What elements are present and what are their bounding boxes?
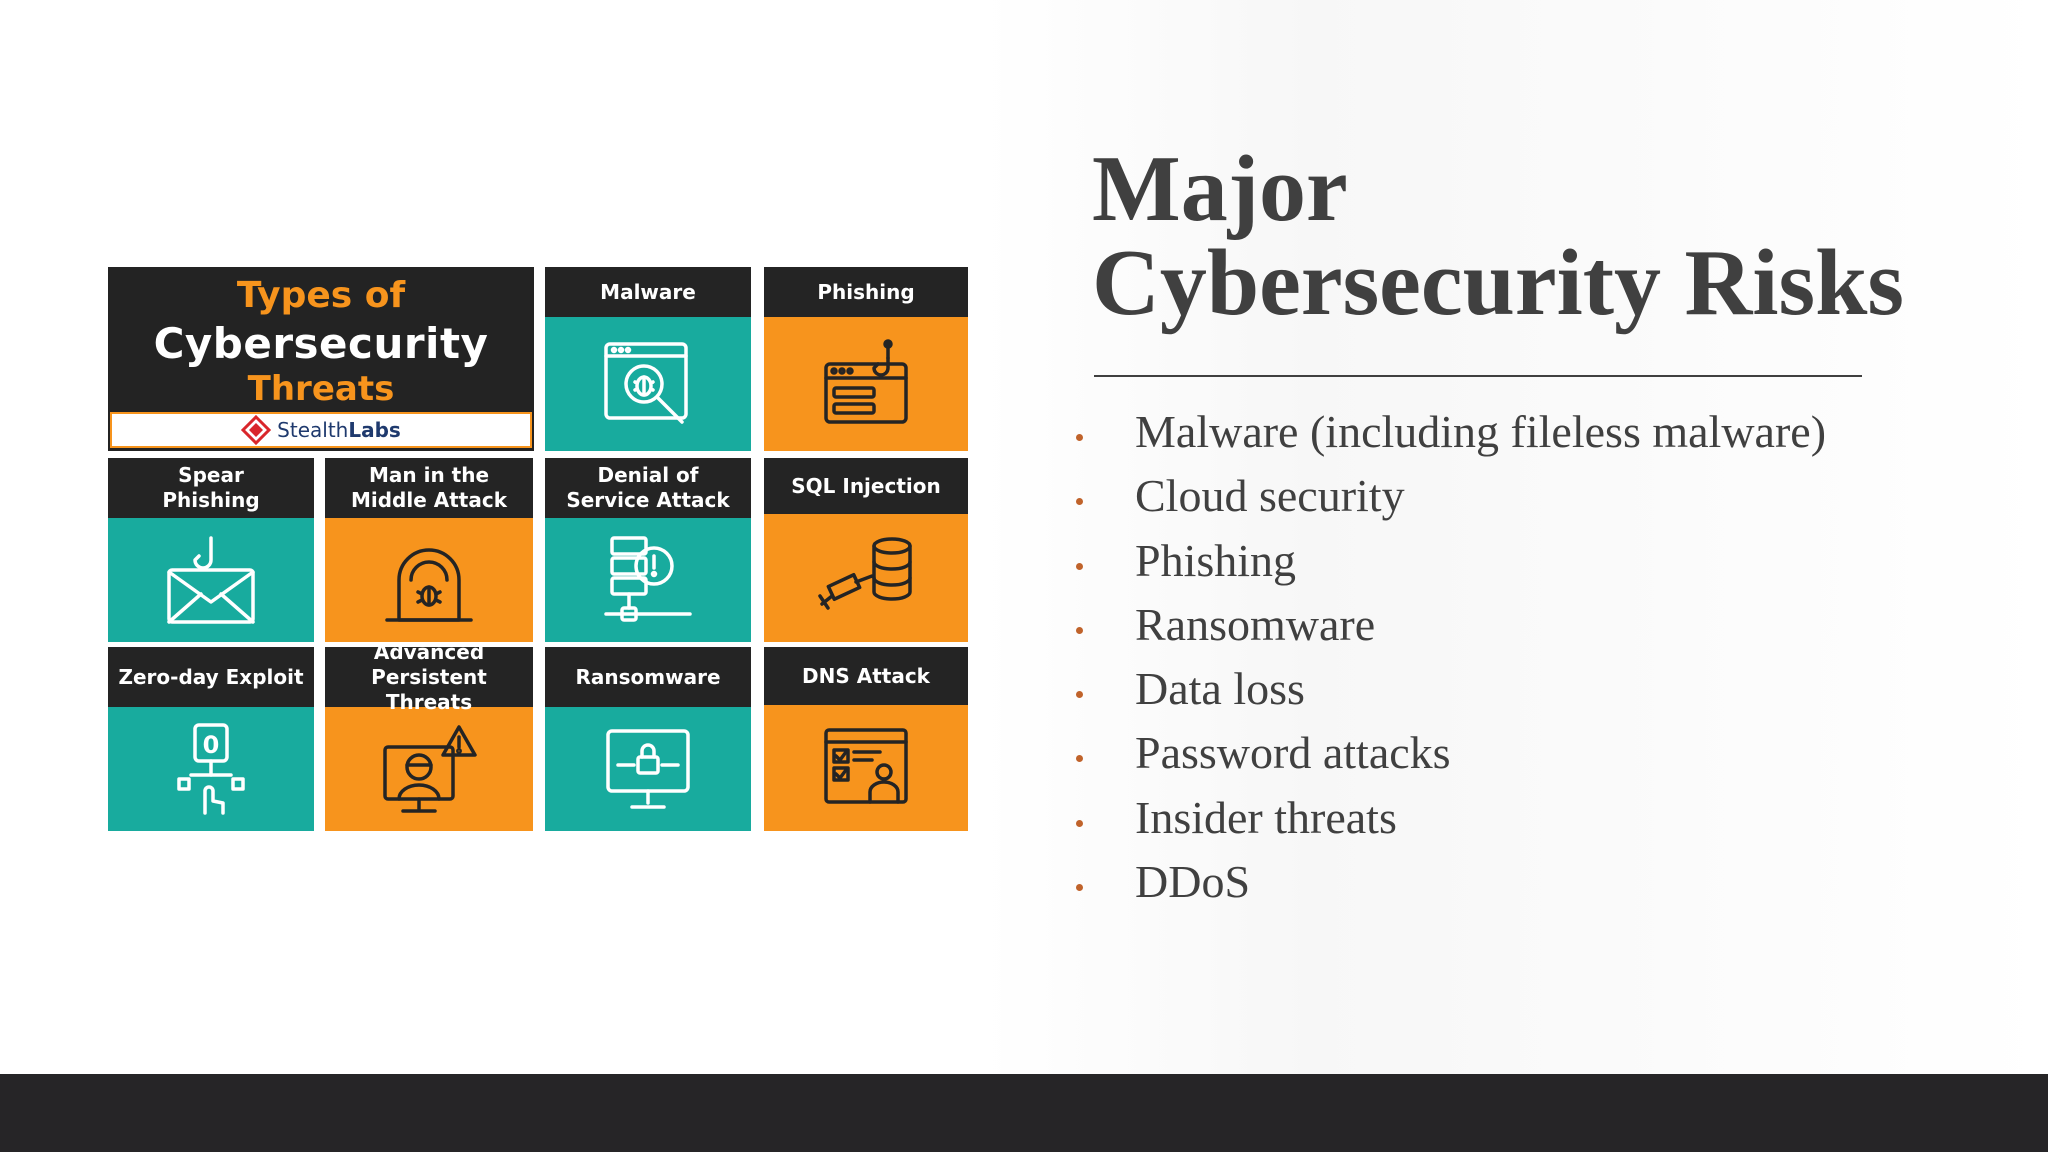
bullet-icon [1076,884,1083,892]
bullet-icon [1076,819,1083,827]
infographic-title-line1: Types of [236,275,406,316]
bug-on-laptop-icon [385,548,473,622]
risk-list-item: Phishing [1070,529,2030,593]
cyber-threats-infographic: Types of Cybersecurity Threats StealthLa… [108,267,968,831]
hooked-envelope-icon [167,536,255,624]
brand-name-bold: Labs [348,418,401,442]
threat-tile-spear-phishing: Spear Phishing [108,458,314,642]
computer-bug-magnifier-icon [604,342,688,424]
infographic-title-line2: Cybersecurity [153,319,489,368]
hook-browser-window-icon [824,339,908,424]
threat-tile-label: DNS Attack [764,647,968,705]
risk-list: Malware (including fileless malware) Clo… [1070,400,2030,914]
risk-list-item-text: Malware (including fileless malware) [1135,406,1827,457]
risk-list-item-text: Insider threats [1135,791,1397,843]
risk-list-item: DDoS [1070,850,2030,914]
slide-heading-line1: Major [1092,137,1348,241]
threat-tile-ransomware: Ransomware [545,647,751,831]
threat-tile-dns-attack: DNS Attack [764,647,968,831]
threat-tile-label: Zero-day Exploit [108,647,314,707]
threat-tile-sql-injection: SQL Injection [764,458,968,642]
heading-divider [1094,375,1862,377]
risk-list-item: Cloud security [1070,464,2030,528]
bullet-icon [1076,434,1083,441]
bottom-bar [0,1074,2048,1152]
threat-tile-man-in-the-middle: Man in the Middle Attack [325,458,533,642]
bullet-icon [1076,755,1083,763]
threat-tile-advanced-persistent-threats: Advanced Persistent Threats [325,647,533,831]
slide-heading-line2: Cybersecurity Risks [1092,231,1904,335]
brand-strip: StealthLabs [110,412,532,448]
infographic-title-tile: Types of Cybersecurity Threats StealthLa… [108,267,534,451]
locked-monitor-icon [606,729,690,809]
threat-tile-label: Ransomware [545,647,751,707]
risk-list-item: Ransomware [1070,593,2030,657]
risk-list-item-text: Password attacks [1135,727,1451,779]
risk-list-item: Data loss [1070,657,2030,721]
threat-tile-label: Denial of Service Attack [545,458,751,518]
risk-list-item-text: Cloud security [1135,470,1405,522]
bullet-icon [1076,498,1083,506]
hacker-monitor-warning-icon [383,725,477,813]
threat-tile-label: SQL Injection [764,458,968,514]
risk-list-item: Malware (including fileless malware) [1070,400,2030,464]
slide: Types of Cybersecurity Threats StealthLa… [0,0,2048,1074]
risk-list-item-text: Data loss [1135,663,1305,715]
svg-text:0: 0 [203,731,220,759]
bullet-icon [1076,691,1083,699]
risk-list-item: Password attacks [1070,721,2030,785]
infographic-title-line3: Threats [247,369,395,409]
threat-tile-label: Phishing [764,267,968,317]
brand-name-regular: Stealth [277,418,349,442]
threat-tile-phishing: Phishing [764,267,968,451]
slide-heading: Major Cybersecurity Risks [1092,142,1992,330]
threat-tile-malware: Malware [545,267,751,451]
zero-phone-hand-icon: 0 [177,723,245,815]
bullet-icon [1076,626,1083,634]
dns-browser-person-icon [824,728,908,804]
threat-tile-zero-day-exploit: Zero-day Exploit 0 [108,647,314,831]
risk-list-item-text: Phishing [1135,534,1297,586]
server-warning-icon [604,536,692,622]
threat-tile-label: Advanced Persistent Threats [325,647,533,714]
brand-name: StealthLabs [277,418,401,442]
threat-tile-label: Malware [545,267,751,317]
threat-tile-label: Spear Phishing [108,458,314,518]
bullet-icon [1076,562,1083,570]
syringe-database-icon [818,537,912,610]
risk-list-item-text: Ransomware [1135,598,1376,650]
threat-tile-denial-of-service: Denial of Service Attack [545,458,751,642]
risk-list-item-text: DDoS [1135,856,1251,908]
risk-list-item: Insider threats [1070,786,2030,850]
threat-tile-label: Man in the Middle Attack [325,458,533,518]
stealthlabs-logo-icon [241,415,272,445]
